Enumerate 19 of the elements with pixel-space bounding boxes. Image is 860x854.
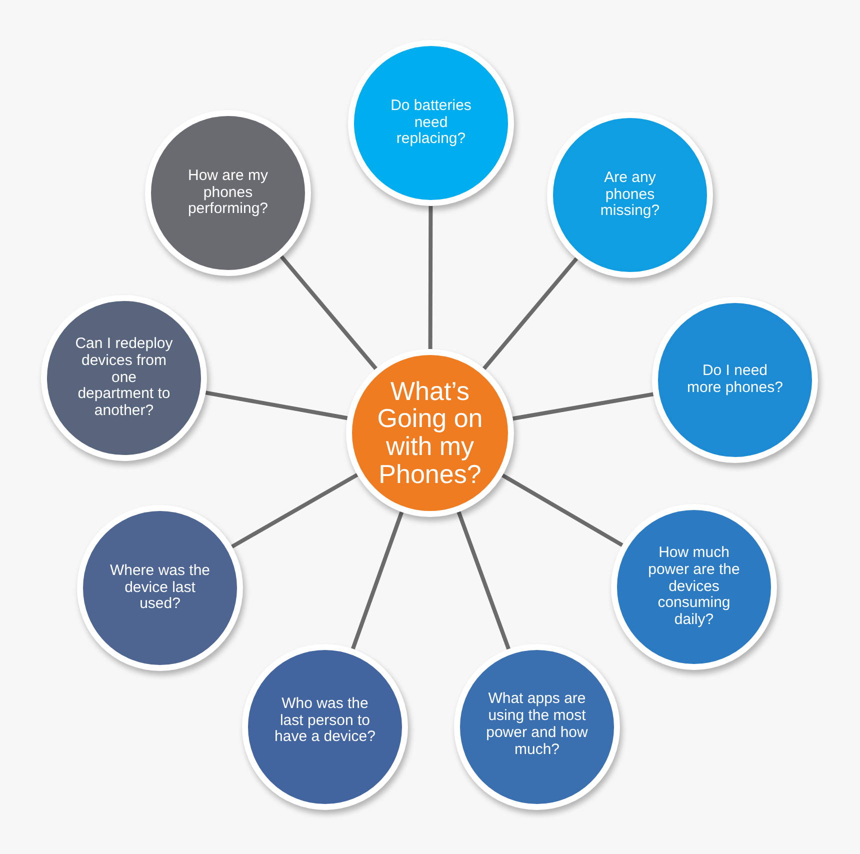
connector-line <box>205 390 348 420</box>
question-text: How much power are the devices consuming daily? <box>647 545 741 629</box>
connector-line <box>456 511 510 650</box>
connector-line <box>502 474 624 547</box>
connector-line <box>482 257 578 370</box>
connector-line <box>512 392 654 421</box>
question-text: Where was the device last used? <box>108 562 212 614</box>
connector-line <box>428 206 433 349</box>
question-text: Are any phones missing? <box>599 170 661 220</box>
connector-line <box>231 473 358 548</box>
question-text: What apps are using the most power and how much? <box>485 691 589 759</box>
question-text: Do batteries need replacing? <box>390 98 472 148</box>
hub-text: What’s Going on with my Phones? <box>376 378 484 488</box>
connector-line <box>351 511 404 650</box>
question-text: Do I need more phones? <box>686 363 784 397</box>
question-text: How are my phones performing? <box>186 168 270 218</box>
connector-line <box>280 255 378 370</box>
question-text: Can I redeploy devices from one department to another? <box>74 336 174 420</box>
question-text: Who was the last person to have a device? <box>274 696 376 746</box>
